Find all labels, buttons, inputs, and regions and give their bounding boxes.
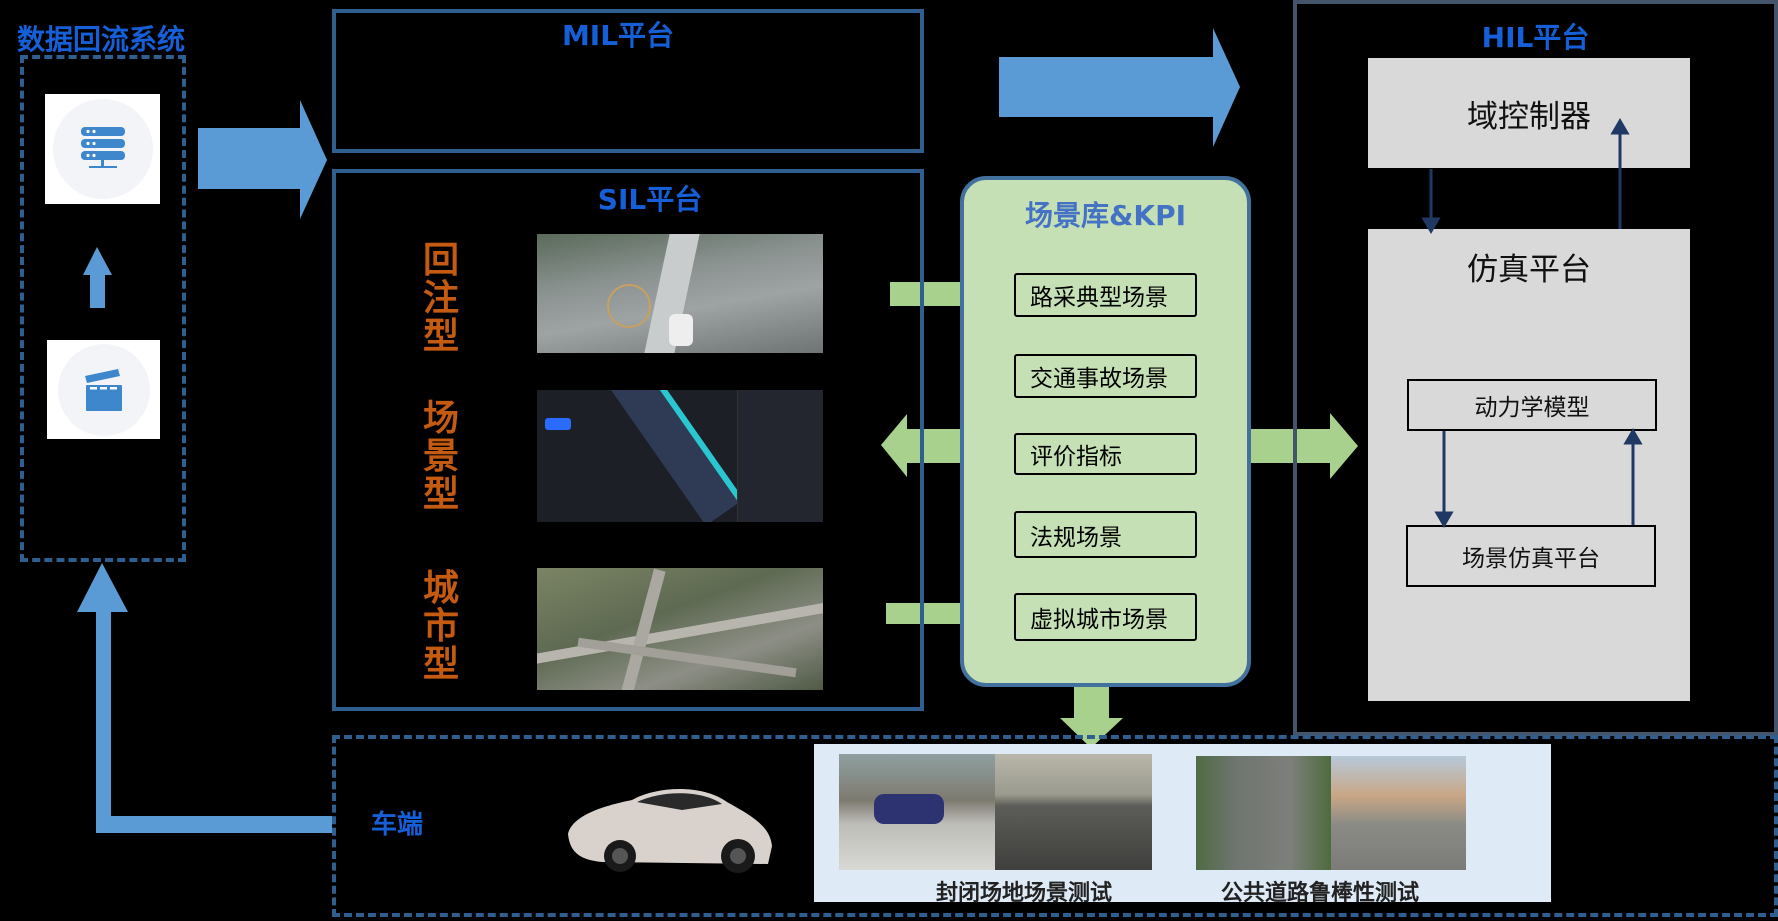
mil-platform-box (332, 9, 924, 153)
scene-item-road-collected[interactable]: 路采典型场景 (1014, 273, 1197, 317)
clapperboard-icon (84, 368, 122, 411)
public-road-photo-1 (1196, 756, 1331, 870)
dynamics-model-box: 动力学模型 (1407, 379, 1657, 431)
scene-item-virtual-city[interactable]: 虚拟城市场景 (1014, 593, 1197, 641)
closed-site-photo-1 (839, 754, 995, 870)
arrow-small-up (83, 247, 112, 308)
sil-platform-box (332, 169, 924, 711)
public-road-photo-2 (1331, 756, 1466, 870)
sim-platform-box (1368, 229, 1690, 701)
scene-item-regulation[interactable]: 法规场景 (1014, 511, 1197, 558)
closed-site-photo-2 (995, 754, 1152, 870)
closed-site-test-caption: 封闭场地场景测试 (935, 881, 1112, 906)
hil-platform-box (1293, 0, 1778, 736)
mil-title: MIL平台 (561, 19, 675, 52)
server-card (45, 94, 160, 204)
car-image (562, 776, 776, 880)
scene-item-traffic-accident[interactable]: 交通事故场景 (1014, 354, 1197, 398)
arrow-data-to-sil (198, 100, 327, 219)
scene-library-title: 场景库&KPI (1024, 199, 1187, 232)
clapperboard-card (47, 340, 160, 439)
data-return-title: 数据回流系统 (17, 23, 186, 56)
domain-controller-box: 域控制器 (1368, 58, 1690, 168)
sim-platform-title: 仿真平台 (1467, 252, 1591, 288)
data-return-box (20, 55, 186, 562)
arrow-green-to-hil (1242, 413, 1358, 479)
sil-title: SIL平台 (597, 183, 703, 216)
arrow-green-to-virtual (886, 590, 999, 636)
sil-label-city: 城市型 (422, 568, 459, 685)
sil-label-replay: 回注型 (422, 240, 459, 357)
scene-sim-platform-box: 场景仿真平台 (1406, 525, 1656, 587)
scene-item-evaluation-metrics[interactable]: 评价指标 (1014, 433, 1197, 475)
vehicle-label: 车端 (371, 810, 424, 840)
vehicle-box (332, 735, 1778, 917)
scenario-sim-image (537, 390, 823, 522)
server-icon (80, 127, 125, 168)
arrow-mil-to-hil (999, 28, 1240, 147)
arrow-vehicle-to-data (77, 563, 332, 833)
city-interchange-image (537, 568, 823, 690)
arrow-green-down (1060, 687, 1123, 748)
highway-replay-image (537, 234, 823, 353)
public-road-test-caption: 公共道路鲁棒性测试 (1220, 881, 1419, 906)
hil-title: HIL平台 (1481, 21, 1590, 54)
sil-label-scenario: 场景型 (422, 398, 459, 515)
